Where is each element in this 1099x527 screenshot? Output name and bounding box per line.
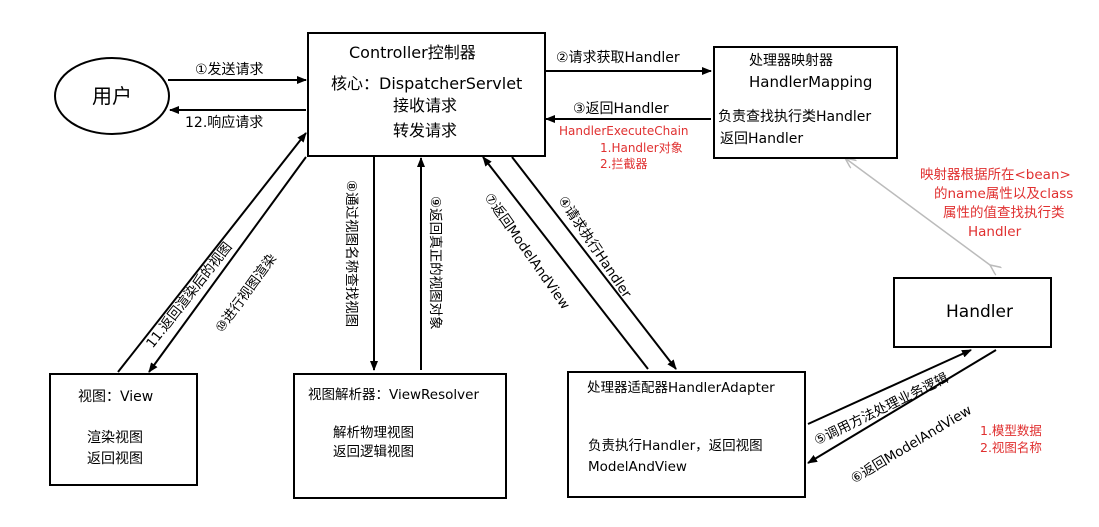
edge-label-9: ⑨返回真正的视图对象 bbox=[427, 196, 443, 330]
adapter-title: 处理器适配器HandlerAdapter bbox=[587, 380, 775, 396]
handler-box bbox=[893, 277, 1052, 348]
arrow-6 bbox=[807, 349, 997, 464]
note-chain-2: 2.拦截器 bbox=[600, 157, 648, 171]
note-mapper-2: 的name属性以及class bbox=[934, 186, 1074, 202]
resolver-title: 视图解析器：ViewResolver bbox=[308, 387, 480, 403]
view-line1: 渲染视图 bbox=[87, 430, 143, 446]
note-model-2: 2.视图名称 bbox=[980, 440, 1042, 455]
handler-adapter-box bbox=[567, 371, 806, 498]
user-ellipse bbox=[54, 57, 170, 135]
view-line2: 返回视图 bbox=[87, 451, 143, 467]
view-resolver-box bbox=[293, 373, 507, 499]
edge-label-3: ③返回Handler bbox=[573, 101, 669, 117]
mapping-line2: 返回Handler bbox=[720, 131, 804, 147]
mapping-title2: HandlerMapping bbox=[749, 73, 873, 91]
controller-line1: 接收请求 bbox=[393, 96, 458, 115]
note-mapper-1: 映射器根据所在<bean> bbox=[920, 167, 1071, 183]
arrow-mapping-handler bbox=[845, 158, 990, 265]
controller-line2: 转发请求 bbox=[393, 121, 458, 140]
controller-core: 核心：DispatcherServlet bbox=[331, 74, 523, 93]
adapter-line2: ModelAndView bbox=[588, 459, 687, 475]
handler-label: Handler bbox=[946, 302, 1013, 322]
arrow-10 bbox=[148, 156, 307, 373]
edge-label-2: ②请求获取Handler bbox=[556, 50, 680, 66]
handler-mapping-box bbox=[713, 46, 898, 159]
note-chain-1: 1.Handler对象 bbox=[600, 141, 683, 155]
controller-box bbox=[307, 32, 546, 157]
view-title: 视图：View bbox=[78, 389, 154, 405]
edge-label-8: ⑧通过视图名称查找视图 bbox=[343, 180, 359, 328]
note-chain-title: HandlerExecuteChain bbox=[559, 124, 689, 138]
edge-label-12: 12.响应请求 bbox=[185, 115, 264, 131]
edge-label-1: ①发送请求 bbox=[195, 62, 264, 78]
resolver-line2: 返回逻辑视图 bbox=[333, 444, 414, 460]
mapping-line1: 负责查找执行类Handler bbox=[718, 109, 872, 125]
arrow-4 bbox=[511, 156, 677, 370]
arrow-5 bbox=[807, 349, 972, 425]
controller-title: Controller控制器 bbox=[349, 43, 476, 62]
arrow-7 bbox=[482, 156, 649, 370]
resolver-line1: 解析物理视图 bbox=[333, 425, 414, 441]
note-model-1: 1.模型数据 bbox=[980, 423, 1042, 438]
view-box bbox=[49, 373, 198, 486]
adapter-line1: 负责执行Handler，返回视图 bbox=[588, 438, 763, 454]
mapping-title1: 处理器映射器 bbox=[749, 53, 833, 69]
note-mapper-3: 属性的值查找执行类 bbox=[943, 205, 1065, 221]
note-mapper-4: Handler bbox=[968, 224, 1022, 240]
user-label: 用户 bbox=[92, 84, 132, 108]
arrow-11 bbox=[117, 132, 307, 373]
